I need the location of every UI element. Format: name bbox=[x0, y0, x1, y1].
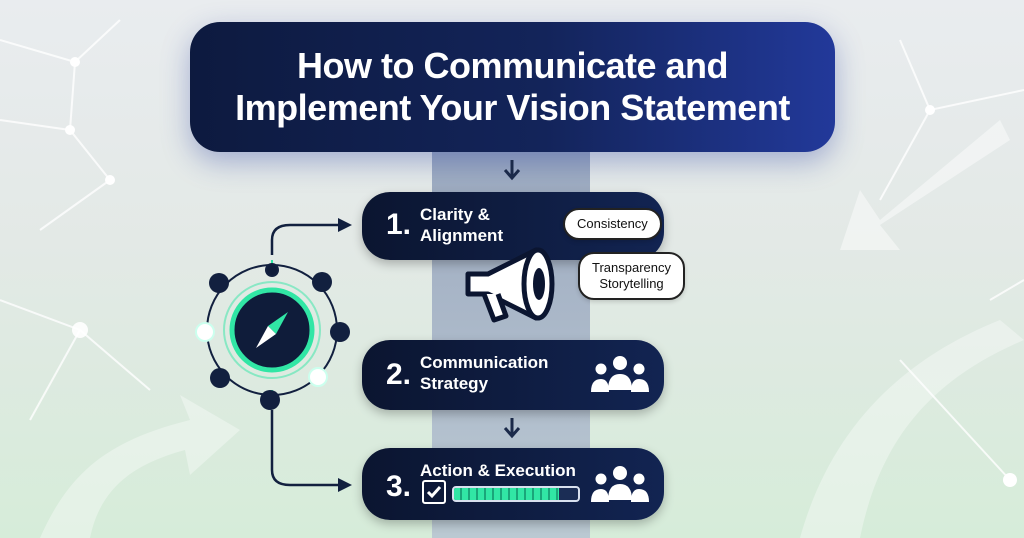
execution-progress-bar bbox=[452, 486, 580, 502]
step-1-label-line-1: Clarity & bbox=[420, 205, 490, 224]
speech-bubble-consistency: Consistency bbox=[563, 208, 662, 240]
title-banner: How to Communicate and Implement Your Vi… bbox=[190, 22, 835, 152]
step-2-label-line-1: Communication bbox=[420, 353, 549, 372]
arrow-down-icon bbox=[503, 418, 521, 439]
team-icon bbox=[591, 466, 649, 502]
step-1-number: 1. bbox=[386, 208, 412, 241]
team-icon bbox=[591, 356, 649, 392]
bubble-text: Consistency bbox=[577, 216, 648, 231]
title-line-1: How to Communicate and bbox=[296, 45, 729, 86]
progress-fill bbox=[454, 488, 560, 500]
arrow-down-icon bbox=[503, 160, 521, 181]
step-1-label-line-2: Alignment bbox=[420, 226, 504, 245]
step-2-number: 2. bbox=[386, 358, 412, 391]
step-3-number: 3. bbox=[386, 470, 412, 503]
step-2-box: 2. Communication Strategy bbox=[362, 340, 664, 410]
megaphone-icon bbox=[465, 247, 555, 323]
checkbox-icon bbox=[422, 480, 446, 504]
compass-hub bbox=[195, 260, 350, 410]
title-line-2: Implement Your Vision Statement bbox=[235, 87, 790, 128]
step-3-label: Action & Execution bbox=[420, 461, 576, 480]
step-2-label-line-2: Strategy bbox=[420, 374, 489, 393]
step-3-box: 3. Action & Execution bbox=[362, 448, 664, 520]
speech-bubble-transparency: Transparency Storytelling bbox=[578, 252, 685, 300]
bubble-text: Transparency bbox=[592, 260, 671, 275]
bubble-text: Storytelling bbox=[599, 276, 664, 291]
